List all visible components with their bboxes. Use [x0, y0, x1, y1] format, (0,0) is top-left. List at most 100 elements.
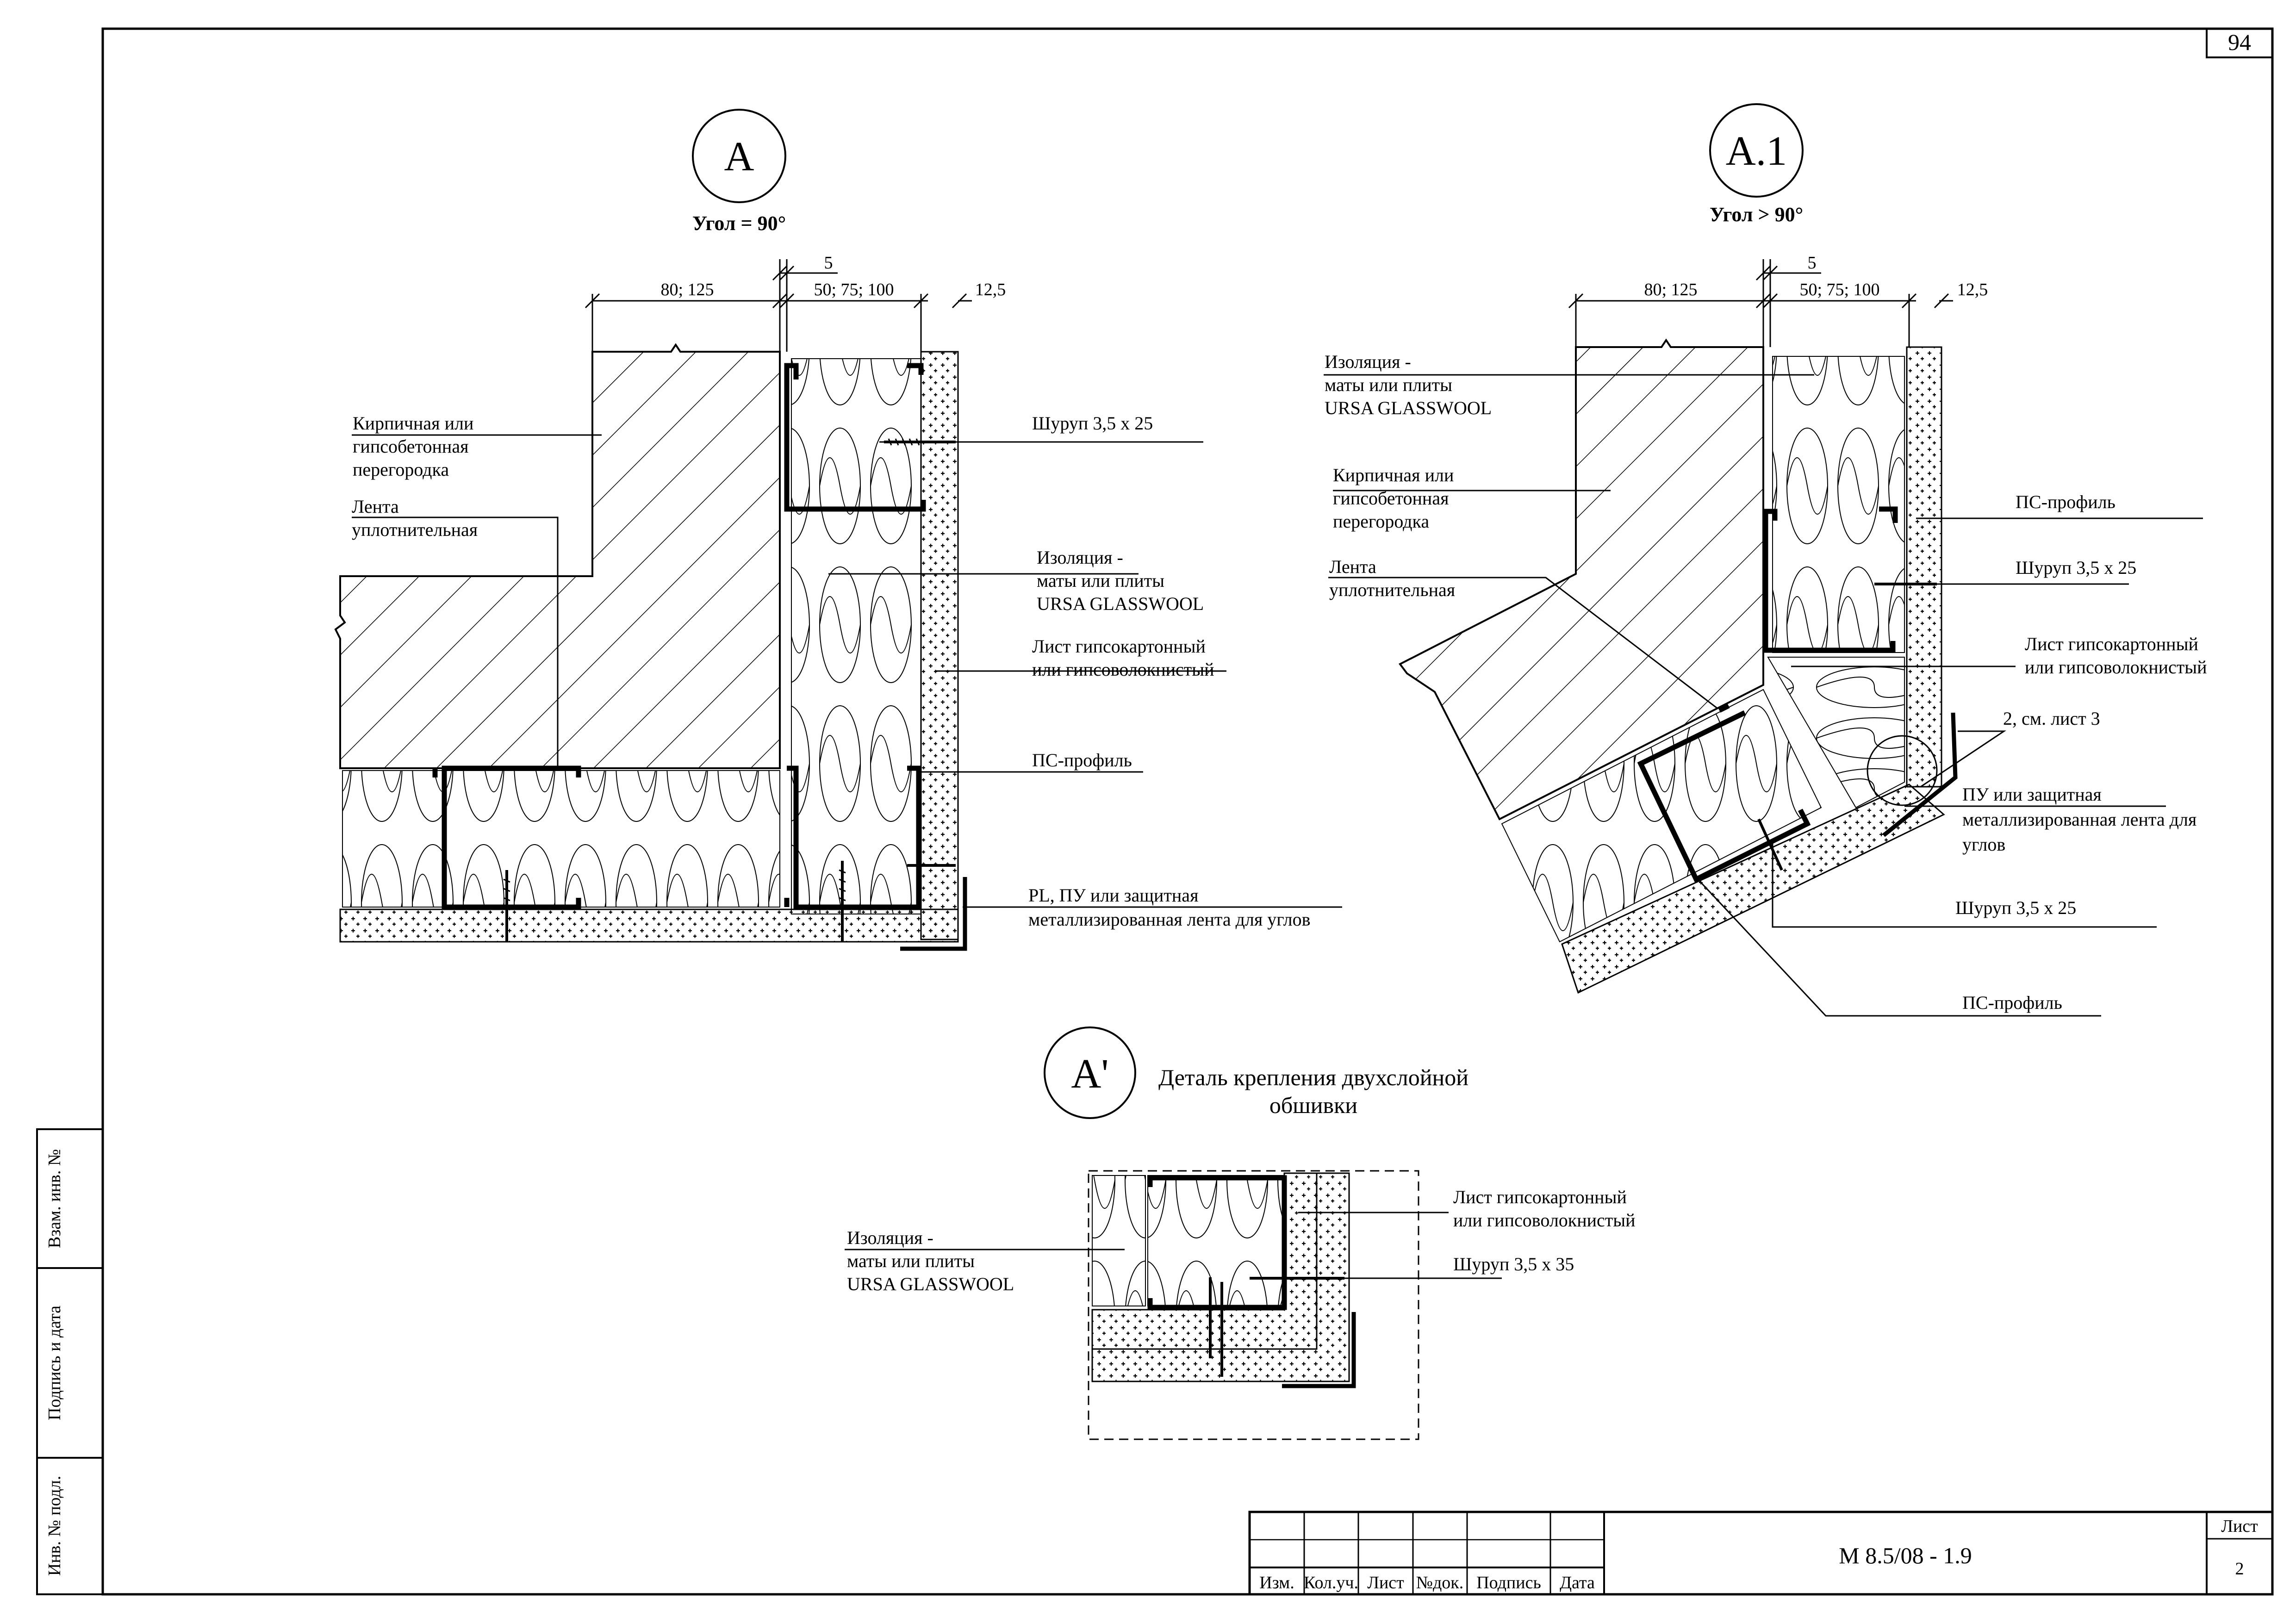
detail-a1-leaders	[1324, 374, 2203, 1017]
side-stamp: Взам. инв. № Подпись и дата Инв. № подл.	[36, 1128, 104, 1595]
label-screw-bottom: Шуруп 3,5 х 25	[1955, 897, 2076, 918]
detail-a2-labels: Лист гипсокартонный или гипсоволокнистый…	[847, 1187, 1636, 1294]
label-insulation-3: URSA GLASSWOOL	[1037, 593, 1204, 614]
label-brick-1: Кирпичная или	[353, 413, 473, 434]
detail-a2: А' Деталь крепления двухслойной обшивки …	[845, 1026, 1636, 1440]
label-insulation-2: маты или плиты	[1325, 374, 1452, 395]
detail-a-dimensions: 80; 125 5 50; 75; 100 12,5	[585, 253, 1006, 352]
corner-tape	[900, 877, 967, 951]
detail-a: А Угол = 90° 80; 125 5 50; 75; 100 12,5	[334, 109, 1342, 951]
gypsum-sheet-vertical	[920, 351, 959, 940]
ps-profiles	[1637, 506, 1898, 883]
sheet-number: 94	[2228, 29, 2251, 55]
corner-tape	[1882, 712, 1958, 837]
label-insulation-3: URSA GLASSWOOL	[847, 1274, 1014, 1294]
detail-a2-title-1: Деталь крепления двухслойной	[1158, 1064, 1468, 1090]
label-sheet-2: или гипсоволокнистый	[1453, 1210, 1636, 1231]
label-corner-2: металлизированная лента для углов	[1028, 909, 1311, 930]
label-profile-top: ПС-профиль	[2016, 491, 2116, 512]
insulation-corner	[1767, 657, 1905, 808]
label-brick-3: перегородка	[1333, 511, 1429, 532]
brick-partition	[334, 343, 781, 769]
tb-col-sign: Подпись	[1476, 1573, 1541, 1592]
detail-a1-labels: Изоляция - маты или плиты URSA GLASSWOOL…	[1325, 351, 2207, 1013]
label-corner-1: ПУ или защитная	[1962, 784, 2102, 805]
sheet-no: 2	[2235, 1559, 2244, 1579]
tb-col-date: Дата	[1560, 1573, 1595, 1592]
label-tape-1: Лента	[352, 496, 399, 517]
detail-a2-leaders	[845, 1212, 1502, 1279]
tb-col-kolvo: Кол.уч.	[1304, 1573, 1358, 1592]
document-code: М 8.5/08 - 1.9	[1839, 1542, 1972, 1568]
ps-profile	[1147, 1175, 1287, 1310]
dim-sheet: 12,5	[975, 280, 1006, 299]
dim-gap: 5	[1808, 253, 1817, 273]
label-sheet-1: Лист гипсокартонный	[2025, 634, 2198, 654]
label-corner-2: металлизированная лента для	[1962, 809, 2196, 830]
detail-a-angle: Угол = 90°	[692, 212, 786, 235]
gypsum-sheet-angled	[1561, 784, 1945, 994]
label-insulation-1: Изоляция -	[847, 1227, 933, 1248]
label-ref: 2, см. лист 3	[2003, 708, 2100, 729]
detail-a1: А.1 Угол > 90° 80; 125 5 50; 75; 100 12,…	[1324, 103, 2207, 1017]
label-profile: ПС-профиль	[1032, 750, 1132, 771]
detail-a-leaders	[352, 434, 1342, 908]
label-tape-2: уплотнительная	[352, 519, 478, 540]
insulation-angled	[1501, 689, 1822, 943]
tb-col-doc: №док.	[1416, 1573, 1464, 1592]
drawing-frame: 94	[101, 27, 2274, 1596]
svg-text:А': А'	[1071, 1051, 1108, 1097]
label-insulation-1: Изоляция -	[1037, 547, 1123, 568]
detail-a1-dimensions: 80; 125 5 50; 75; 100 12,5	[1568, 253, 1988, 347]
ps-profiles	[432, 363, 926, 910]
label-tape-1: Лента	[1329, 556, 1376, 577]
dim-wall: 80; 125	[660, 280, 714, 299]
label-insulation-2: маты или плиты	[847, 1250, 975, 1271]
label-insulation-1: Изоляция -	[1325, 351, 1411, 372]
screws	[1209, 1277, 1344, 1377]
detail-a-labels: Кирпичная или гипсобетонная перегородка …	[352, 413, 1311, 930]
stamp-field-signature: Подпись и дата	[45, 1306, 64, 1420]
label-corner-1: PL, ПУ или защитная	[1028, 885, 1198, 906]
label-sheet-1: Лист гипсокартонный	[1453, 1187, 1627, 1207]
label-brick-3: перегородка	[353, 459, 449, 480]
stamp-field-inventory: Инв. № подл.	[45, 1476, 64, 1576]
insulation	[1147, 1175, 1285, 1306]
svg-text:А.1: А.1	[1726, 128, 1787, 174]
label-tape-2: уплотнительная	[1329, 579, 1455, 600]
label-screw: Шуруп 3,5 х 35	[1453, 1254, 1574, 1275]
insulation-horizontal	[342, 770, 780, 908]
label-screw: Шуруп 3,5 х 25	[1032, 413, 1153, 434]
label-sheet-2: или гипсоволокнистый	[1032, 659, 1214, 680]
detail-a2-mark: А' Деталь крепления двухслойной обшивки	[1044, 1026, 1468, 1119]
label-sheet-1: Лист гипсокартонный	[1032, 636, 1206, 657]
label-sheet-2: или гипсоволокнистый	[2025, 657, 2207, 678]
insulation-vertical	[1772, 356, 1905, 653]
detail-a1-angle: Угол > 90°	[1710, 203, 1803, 226]
stamp-field-replace: Взам. инв. №	[45, 1149, 64, 1248]
label-brick-1: Кирпичная или	[1333, 465, 1454, 485]
tb-col-list: Лист	[1367, 1573, 1404, 1592]
reference-circle	[1867, 735, 1938, 806]
sheet-label: Лист	[2221, 1517, 2258, 1536]
detail-a-mark: А Угол = 90°	[692, 109, 786, 235]
tb-col-izm: Изм.	[1259, 1573, 1294, 1592]
detail-a2-title-2: обшивки	[1269, 1092, 1357, 1118]
dim-sheet: 12,5	[1957, 280, 1988, 299]
dim-insulation: 50; 75; 100	[814, 280, 894, 299]
label-insulation-2: маты или плиты	[1037, 570, 1164, 591]
dim-insulation: 50; 75; 100	[1799, 280, 1879, 299]
dim-wall: 80; 125	[1644, 280, 1697, 299]
label-insulation-3: URSA GLASSWOOL	[1325, 398, 1492, 418]
insulation-vertical	[791, 358, 921, 914]
insulation-left	[1092, 1175, 1146, 1306]
label-screw-top: Шуруп 3,5 х 25	[2016, 557, 2136, 578]
label-profile-bottom: ПС-профиль	[1962, 992, 2062, 1013]
label-brick-2: гипсобетонная	[353, 436, 468, 457]
gypsum-sheet-horizontal	[339, 908, 959, 943]
corner-tape	[1282, 1312, 1356, 1388]
dim-gap: 5	[824, 253, 833, 273]
brick-partition	[1398, 338, 1764, 821]
detail-boundary	[1088, 1170, 1419, 1440]
detail-a1-mark: А.1 Угол > 90°	[1709, 103, 1804, 226]
